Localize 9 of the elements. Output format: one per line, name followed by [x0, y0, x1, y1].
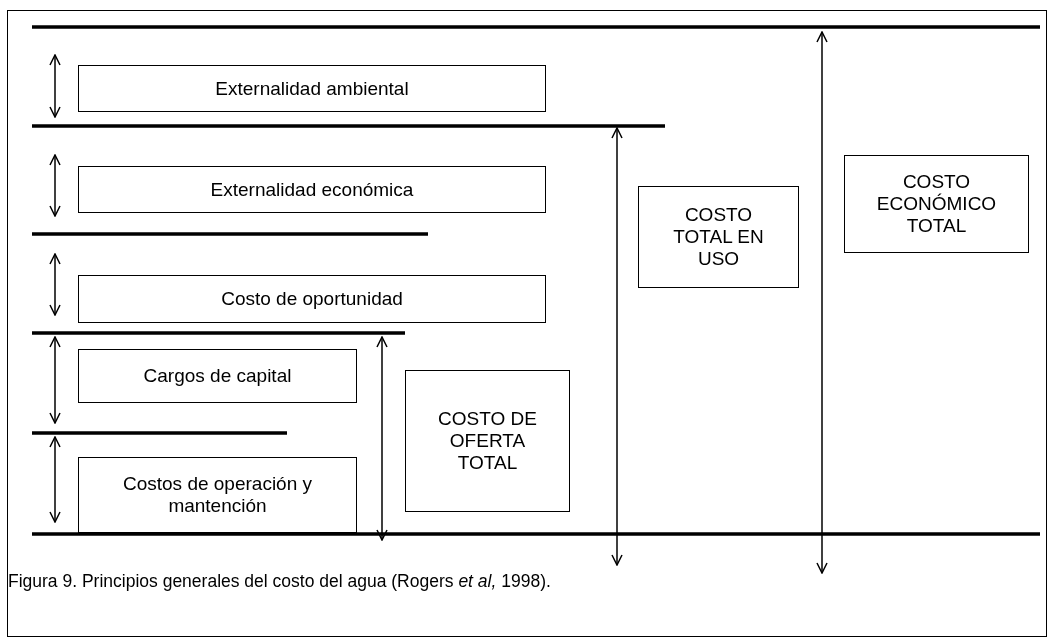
figure-caption: Figura 9. Principios generales del costo del agua (Rogers et al, 1998). [8, 571, 551, 592]
cost-box: Costo de oportunidad [78, 275, 546, 323]
cost-box: Externalidad económica [78, 166, 546, 213]
cost-box: Cargos de capital [78, 349, 357, 403]
cost-box: COSTO ECONÓMICO TOTAL [844, 155, 1029, 253]
cost-box: Costos de operación y mantención [78, 457, 357, 533]
cost-box: COSTO TOTAL EN USO [638, 186, 799, 288]
cost-box: COSTO DE OFERTA TOTAL [405, 370, 570, 512]
cost-box: Externalidad ambiental [78, 65, 546, 112]
